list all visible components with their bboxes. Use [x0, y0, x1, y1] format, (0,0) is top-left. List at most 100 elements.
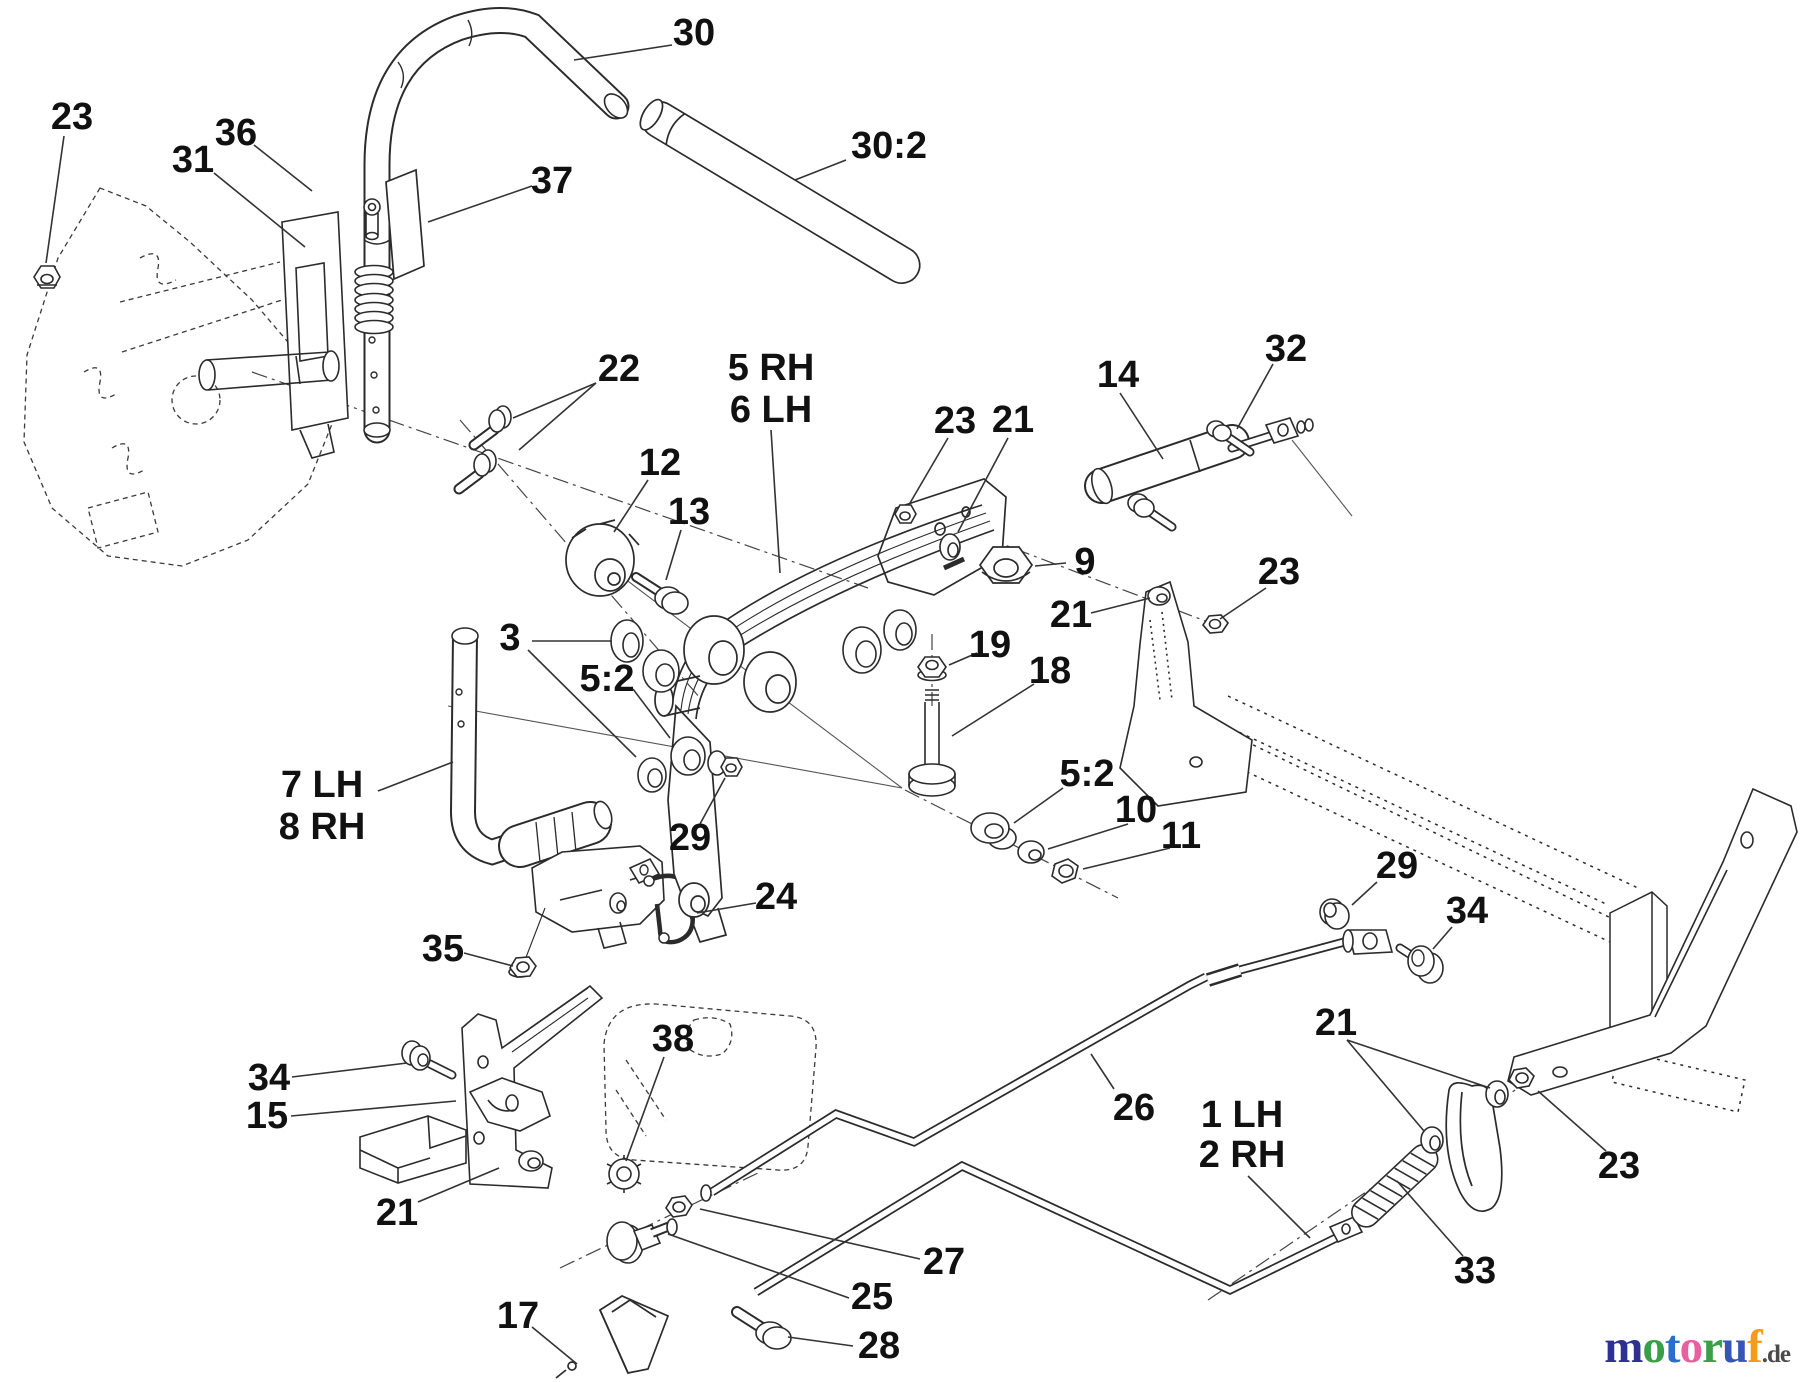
callout-21: 21: [1050, 594, 1092, 636]
leader-line-11: [1082, 847, 1171, 870]
leader-line-22: [518, 382, 597, 451]
callout-29: 29: [1376, 845, 1418, 887]
callout-1-2: 1 LH: [1201, 1094, 1283, 1136]
watermark-tld: .de: [1761, 1341, 1791, 1368]
callout-30:2: 30:2: [851, 125, 927, 167]
bracket-bottom-right: [1507, 787, 1798, 1096]
lever-arm-5-6: [654, 478, 1007, 944]
ball-joint-25: [606, 1218, 678, 1264]
leader-line-22: [512, 382, 597, 419]
leader-line-32: [1236, 363, 1274, 430]
swivel-21: [1328, 1215, 1364, 1244]
handle-bar-30: [363, 6, 630, 444]
watermark-logo[interactable]: motoruf.de: [1604, 1320, 1791, 1374]
watermark-letter: f: [1747, 1321, 1763, 1373]
leader-line-30:2: [794, 159, 847, 181]
callout-14: 14: [1097, 354, 1139, 396]
leader-line-15: [290, 1100, 457, 1117]
callout-34: 34: [1446, 890, 1488, 932]
bolt-28: [731, 1306, 792, 1350]
leader-line-30: [573, 44, 673, 61]
leader-line-34: [291, 1062, 408, 1078]
callout-21: 21: [992, 399, 1034, 441]
bolt-34-left: [401, 1040, 457, 1080]
leader-line-23: [909, 437, 949, 504]
nut-19: [917, 656, 947, 682]
callout-36: 36: [215, 112, 257, 154]
leader-line-26: [1090, 1053, 1115, 1090]
callout-22: 22: [598, 348, 640, 390]
leader-line-5-6: [770, 429, 781, 574]
callout-21: 21: [1315, 1002, 1357, 1044]
leader-line-13: [665, 529, 682, 581]
leader-line-24: [696, 902, 757, 914]
bracket-17: [555, 1295, 670, 1379]
phantom-plate-bottom: [603, 1003, 817, 1171]
leader-line-29: [1351, 881, 1378, 906]
callout-7-8: 7 LH: [281, 764, 363, 806]
bolt-34-right: [1395, 943, 1444, 984]
leader-line-7-8: [377, 761, 454, 792]
callout-19: 19: [969, 624, 1011, 666]
leader-line-35: [463, 952, 514, 967]
gas-spring-14: [1084, 417, 1314, 505]
leader-line-21: [1090, 597, 1151, 614]
callout-23: 23: [51, 96, 93, 138]
leader-line-19: [948, 652, 978, 666]
bolt-32: [1206, 420, 1255, 457]
callout-35: 35: [422, 928, 464, 970]
handle-pad-37: [385, 168, 425, 281]
callout-32: 32: [1265, 328, 1307, 370]
grip-30-2: [639, 98, 921, 284]
control-rod-26: [709, 936, 1350, 1196]
leader-line-34: [1432, 926, 1453, 950]
hook-anchor: [1445, 1081, 1503, 1212]
nut-35: [508, 956, 537, 978]
watermark-letter: o: [1642, 1321, 1665, 1373]
leader-line-23: [1219, 587, 1267, 620]
spring-31: [354, 264, 394, 335]
cross-shaft: [198, 350, 340, 391]
callout-30: 30: [673, 12, 715, 54]
bolt-13: [631, 572, 689, 615]
callout-23: 23: [1258, 551, 1300, 593]
nut-23-topleft: [33, 265, 61, 289]
leader-line-21: [1346, 1039, 1491, 1089]
bolt-14-mount: [1127, 493, 1177, 532]
bushing-5-2-washer-10-nut-11: [970, 812, 1079, 884]
callout-27: 27: [923, 1241, 965, 1283]
callout-24: 24: [755, 876, 797, 918]
shoulder-bolt-18: [908, 689, 956, 797]
callout-12: 12: [639, 442, 681, 484]
washers-bushings-3-5-2: [610, 609, 917, 793]
leader-line-38: [625, 1056, 665, 1162]
watermark-letter: o: [1679, 1321, 1703, 1373]
callout-7-8: 8 RH: [279, 806, 366, 848]
nut-23-bottom-right: [1508, 1067, 1535, 1089]
nut-27: [665, 1184, 712, 1218]
watermark-letter: r: [1702, 1321, 1723, 1373]
leader-line-27: [699, 1208, 921, 1260]
leader-line-5:2: [1013, 787, 1064, 824]
bracket-right-mid: [1119, 580, 1253, 807]
leader-line-5:2: [632, 688, 671, 739]
grommet-12: [565, 519, 640, 597]
leader-line-23: [1537, 1090, 1607, 1152]
leader-line-28: [787, 1336, 854, 1347]
callout-34: 34: [248, 1057, 290, 1099]
callout-5:2: 5:2: [580, 658, 635, 700]
nut-38: [606, 1155, 642, 1193]
washers-21-right: [1420, 1080, 1509, 1154]
callout-5:2: 5:2: [1060, 753, 1115, 795]
bolts-22: [453, 405, 512, 495]
callout-5-6: 5 RH: [728, 347, 815, 389]
leader-line-29: [699, 777, 726, 825]
check-plate: [281, 211, 349, 459]
leader-line-17: [531, 1326, 578, 1365]
callout-37: 37: [531, 160, 573, 202]
leader-line-12: [613, 479, 649, 533]
callout-26: 26: [1113, 1087, 1155, 1129]
callout-3: 3: [499, 617, 520, 659]
leader-line-23: [45, 135, 65, 264]
